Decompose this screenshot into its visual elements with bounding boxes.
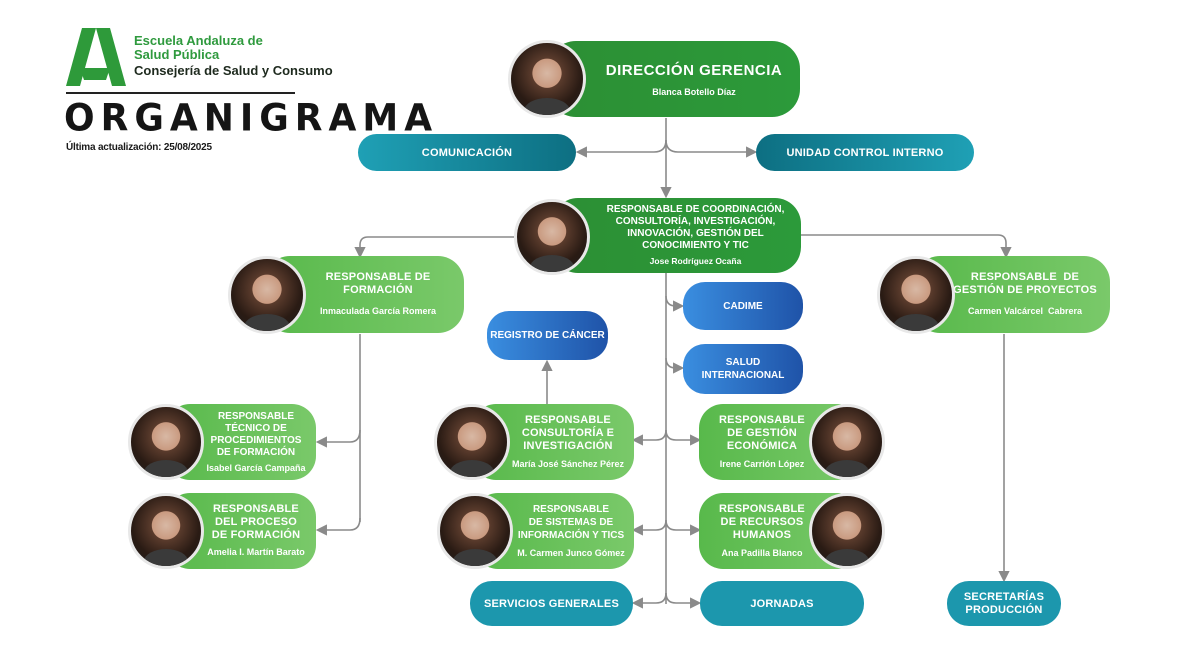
line-to-salud: [665, 357, 685, 374]
avatar-rrhh: [809, 493, 885, 569]
node-jornadas[interactable]: JORNADAS: [700, 581, 864, 626]
line-to-proceso: [315, 517, 361, 536]
node-proyectos-title-1: RESPONSABLE DE: [970, 271, 1080, 283]
node-tecnico-title-2: TÉCNICO DE: [225, 422, 287, 434]
line-to-economica: [665, 429, 702, 446]
line-to-cadime: [665, 295, 685, 312]
node-secretarias-produccion[interactable]: SECRETARÍAS PRODUCCIÓN: [947, 581, 1061, 626]
node-jornadas-title: JORNADAS: [750, 597, 814, 610]
node-proyectos-person: Carmen Valcárcel Cabrera: [967, 306, 1083, 316]
line-to-tecnico: [315, 429, 361, 448]
node-unidad-control-interno[interactable]: UNIDAD CONTROL INTERNO: [756, 134, 974, 171]
node-rrhh-title-3: HUMANOS: [732, 528, 792, 541]
node-proyectos-title-2: GESTIÓN DE PROYECTOS: [953, 284, 1097, 296]
node-economica-title-2: DE GESTIÓN: [727, 426, 797, 439]
node-consultoria-title-3: INVESTIGACIÓN: [523, 439, 613, 452]
line-to-jornadas: [665, 592, 702, 609]
node-consultoria-title-1: RESPONSABLE: [525, 413, 611, 426]
line-to-comunicacion: [575, 139, 667, 158]
node-coordinacion-title-3: INNOVACIÓN, GESTIÓN DEL: [627, 228, 764, 239]
node-formacion-person: Inmaculada García Romera: [319, 306, 437, 316]
node-economica-person: Irene Carrión López: [719, 458, 805, 469]
avatar-sistemas: [437, 493, 513, 569]
node-coordinacion-title-2: CONSULTORÍA, INVESTIGACIÓN,: [615, 216, 776, 227]
node-sistemas-title-1: RESPONSABLE: [532, 503, 610, 515]
last-updated: Última actualización: 25/08/2025: [66, 142, 212, 153]
node-secretarias-title-2: PRODUCCIÓN: [965, 603, 1043, 616]
node-direccion-gerencia[interactable]: DIRECCIÓN GERENCIA Blanca Botello Díaz: [548, 41, 800, 117]
node-rrhh-title-1: RESPONSABLE: [719, 502, 805, 515]
line-to-proyectos: [800, 234, 1012, 259]
line-to-control: [665, 139, 758, 158]
node-salud-title-1: SALUD: [725, 357, 761, 368]
node-cadime-title: CADIME: [723, 300, 763, 312]
line-to-servicios: [631, 592, 667, 609]
node-comunicacion[interactable]: COMUNICACIÓN: [358, 134, 576, 171]
institution-subtitle: Consejería de Salud y Consumo: [134, 63, 333, 78]
node-proceso-person: Amelia I. Martín Barato: [207, 547, 305, 557]
node-tecnico-title-3: PROCEDIMIENTOS: [210, 434, 302, 446]
node-formacion-title-2: FORMACIÓN: [343, 284, 413, 296]
node-direccion-title: DIRECCIÓN GERENCIA: [605, 61, 783, 79]
node-proceso-title-1: RESPONSABLE: [213, 503, 299, 515]
node-cadime[interactable]: CADIME: [683, 282, 803, 330]
header-divider: [66, 92, 295, 94]
node-servicios-title: SERVICIOS GENERALES: [483, 597, 620, 610]
line-to-formacion: [354, 236, 514, 259]
node-registro-cancer[interactable]: REGISTRO DE CÁNCER: [487, 311, 608, 360]
node-secretarias-title-1: SECRETARÍAS: [963, 590, 1045, 603]
node-rrhh-person: Ana Padilla Blanco: [721, 547, 803, 558]
avatar-coordinacion: [514, 199, 590, 275]
node-sistemas-title-2: DE SISTEMAS DE: [528, 516, 614, 528]
node-economica-title-3: ECONÓMICA: [726, 439, 798, 452]
avatar-proyectos: [877, 256, 955, 334]
node-direccion-person: Blanca Botello Díaz: [652, 86, 736, 97]
node-coordinacion[interactable]: RESPONSABLE DE COORDINACIÓN, CONSULTORÍA…: [552, 198, 801, 273]
institution-name: Escuela Andaluza de Salud Pública: [134, 34, 263, 62]
avatar-proceso: [128, 493, 204, 569]
node-coordinacion-title-4: CONOCIMIENTO Y TIC: [642, 240, 749, 251]
line-to-sistemas: [631, 519, 667, 536]
avatar-consultoria: [434, 404, 510, 480]
node-sistemas-person: M. Carmen Junco Gómez: [517, 547, 625, 558]
line-to-rrhh: [665, 519, 702, 536]
page-title: ORGANIGRAMA: [64, 97, 439, 141]
node-consultoria-person: María José Sánchez Pérez: [511, 458, 625, 469]
institution-name-line1: Escuela Andaluza de: [134, 33, 263, 48]
node-tecnico-title-1: RESPONSABLE: [217, 410, 295, 422]
institution-name-line2: Salud Pública: [134, 47, 220, 62]
node-economica-title-1: RESPONSABLE: [719, 413, 805, 426]
avatar-tecnico: [128, 404, 204, 480]
node-formacion[interactable]: RESPONSABLE DE FORMACIÓN Inmaculada Garc…: [264, 256, 464, 333]
node-formacion-title-1: RESPONSABLE DE: [325, 271, 431, 283]
node-registro-title: REGISTRO DE CÁNCER: [490, 330, 605, 341]
node-tecnico-title-4: DE FORMACIÓN: [216, 446, 296, 458]
node-sistemas-title-3: INFORMACIÓN Y TICS: [517, 529, 625, 541]
node-proceso-title-3: DE FORMACIÓN: [211, 529, 301, 541]
avatar-economica: [809, 404, 885, 480]
node-coordinacion-title-1: RESPONSABLE DE COORDINACIÓN,: [606, 204, 785, 215]
line-to-consultoria: [631, 429, 667, 446]
node-coordinacion-person: Jose Rodríguez Ocaña: [649, 256, 742, 266]
node-salud-internacional[interactable]: SALUD INTERNACIONAL: [683, 344, 803, 394]
node-servicios-generales[interactable]: SERVICIOS GENERALES: [470, 581, 633, 626]
node-salud-title-2: INTERNACIONAL: [701, 370, 785, 381]
node-proceso-title-2: DEL PROCESO: [214, 516, 298, 528]
easp-logo-icon: [66, 28, 126, 86]
node-comunicacion-title: COMUNICACIÓN: [421, 146, 513, 159]
avatar-direccion: [508, 40, 586, 118]
avatar-formacion: [228, 256, 306, 334]
node-consultoria-title-2: CONSULTORÍA E: [521, 426, 615, 439]
node-tecnico-person: Isabel García Campaña: [206, 462, 306, 473]
node-control-title: UNIDAD CONTROL INTERNO: [786, 146, 944, 159]
node-rrhh-title-2: DE RECURSOS: [720, 515, 804, 528]
